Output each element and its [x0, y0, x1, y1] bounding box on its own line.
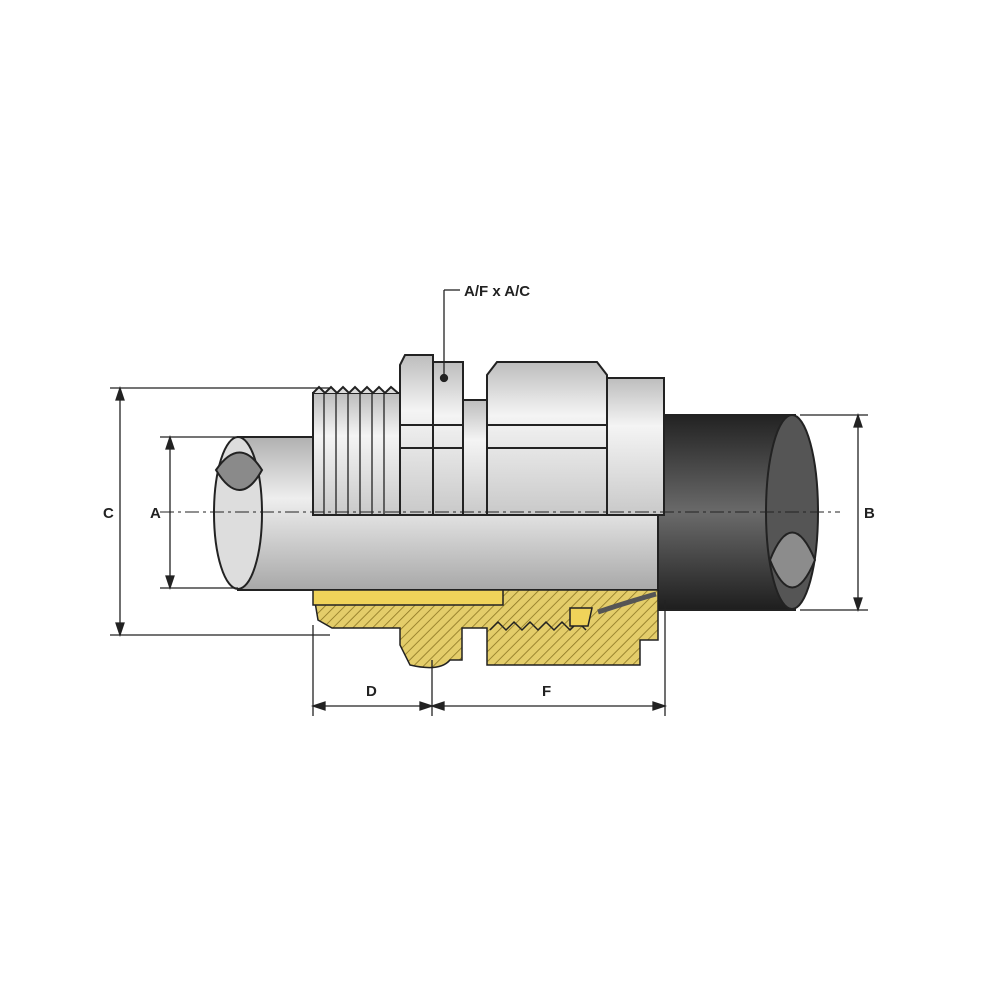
- label-a: A: [150, 505, 161, 522]
- entry-thread: [312, 392, 401, 516]
- label-d: D: [366, 683, 377, 700]
- hex-body: [486, 361, 608, 516]
- label-b: B: [864, 505, 875, 522]
- armour-cone: [312, 589, 504, 606]
- label-af-ac: A/F x A/C: [464, 283, 530, 300]
- gland-body-upper: [312, 354, 665, 516]
- dimension-lines: [110, 289, 868, 716]
- gland-section-lower: [312, 589, 659, 669]
- back-nut: [606, 377, 665, 516]
- label-f: F: [542, 683, 551, 700]
- label-c: C: [103, 505, 114, 522]
- locknut: [399, 354, 434, 516]
